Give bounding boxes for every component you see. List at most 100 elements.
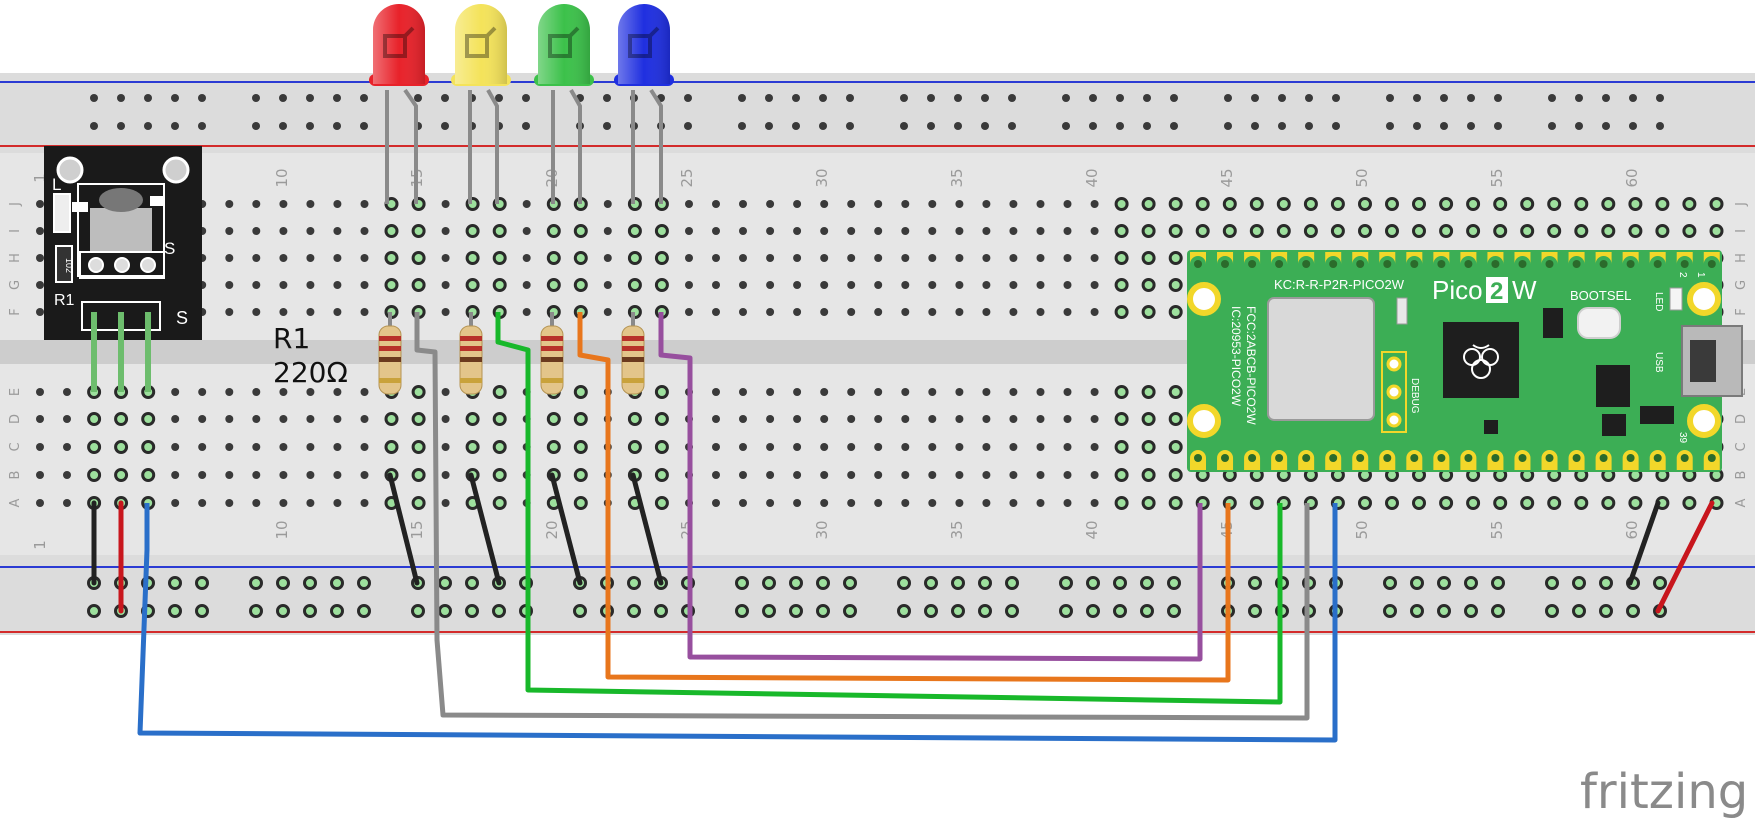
row-letter: I [1734, 229, 1749, 233]
pico-pin-hole [1329, 454, 1338, 462]
pico-pin-pad [1190, 252, 1206, 264]
power-rail-hole [762, 604, 776, 618]
breadboard-hole [1036, 281, 1045, 289]
power-rail-hole [1575, 122, 1583, 130]
row-letter: H [1734, 253, 1749, 263]
power-rail-hole [303, 604, 317, 618]
breadboard-hole [225, 471, 234, 479]
breadboard-hole [441, 388, 450, 396]
power-rail-hole [1143, 122, 1151, 130]
breadboard-hole [820, 254, 829, 262]
power-rail-hole [627, 604, 641, 618]
power-rail-hole [927, 94, 935, 102]
breadboard-hole [739, 415, 747, 423]
breadboard-hole [847, 200, 856, 208]
fritzing-watermark: fritzing [1580, 764, 1748, 819]
breadboard-hole [546, 224, 561, 238]
power-rail-hole [1332, 94, 1340, 102]
power-rail-hole [1656, 94, 1664, 102]
power-rail-hole [1005, 576, 1019, 590]
power-rail-hole [1467, 94, 1475, 102]
power-rail-hole [1170, 122, 1178, 130]
breadboard-hole [279, 227, 288, 235]
breadboard-hole [1168, 468, 1183, 482]
power-rail-hole [1491, 576, 1505, 590]
pico-pin-hole [1437, 454, 1446, 462]
breadboard-hole [766, 200, 775, 208]
breadboard-hole [928, 499, 937, 507]
wire-black-led2-gnd [468, 472, 502, 586]
breadboard-hole [901, 499, 910, 507]
breadboard-hole [982, 281, 991, 289]
power-rail-hole [168, 576, 182, 590]
breadboard-hole [1141, 440, 1156, 454]
pico-pin-hole [1194, 454, 1202, 462]
power-rail-hole [330, 604, 344, 618]
breadboard-hole [901, 443, 910, 451]
breadboard-hole [36, 471, 44, 479]
breadboard-hole [685, 200, 693, 208]
row-letter: A [1734, 498, 1749, 507]
breadboard-hole [465, 224, 480, 238]
power-rail-hole [951, 604, 965, 618]
breadboard-hole [1009, 499, 1018, 507]
breadboard-hole [874, 415, 883, 423]
breadboard-hole [603, 254, 612, 262]
breadboard-hole [874, 227, 883, 235]
breadboard-hole [1063, 499, 1072, 507]
power-rail-hole [924, 604, 938, 618]
breadboard-hole [685, 254, 693, 262]
breadboard-hole [1168, 197, 1183, 211]
breadboard-hole [820, 471, 829, 479]
breadboard-hole [492, 278, 507, 292]
breadboard-hole [87, 468, 102, 482]
power-rail-hole [411, 604, 425, 618]
breadboard-hole [1655, 197, 1670, 211]
breadboard-hole [820, 200, 829, 208]
power-rail-hole [1467, 122, 1475, 130]
breadboard-hole [955, 443, 964, 451]
power-rail-hole [1167, 604, 1181, 618]
breadboard-hole [1385, 496, 1399, 510]
wire-red-pico-vcc [1655, 500, 1715, 614]
pico-pin-pad [1649, 252, 1666, 264]
column-number: 35 [948, 168, 966, 187]
breadboard-hole [1330, 197, 1345, 211]
breadboard-hole [928, 415, 937, 423]
wire-purple-led4 [658, 312, 1203, 662]
bootsel-button[interactable] [1577, 307, 1621, 339]
power-rail-hole [1545, 604, 1559, 618]
power-rail-hole [1410, 576, 1424, 590]
breadboard-hole [1412, 496, 1426, 510]
breadboard-hole [63, 415, 71, 423]
breadboard-hole [1249, 224, 1264, 238]
pico-pin-pad [1595, 252, 1612, 264]
pico-debug-label: DEBUG [1409, 378, 1420, 414]
breadboard-hole [252, 499, 261, 507]
pico-pin-hole [1626, 260, 1635, 268]
breadboard-hole [874, 308, 883, 316]
breadboard-hole [766, 227, 775, 235]
power-rail-hole [1629, 94, 1637, 102]
breadboard-hole [955, 471, 964, 479]
pico-pin-hole [1572, 454, 1581, 462]
breadboard-hole [1141, 197, 1156, 211]
breadboard-hole [847, 227, 856, 235]
power-rail-hole [1086, 576, 1100, 590]
pico-pin-hole [1275, 454, 1284, 462]
power-rail-hole [306, 122, 314, 130]
led-shine [618, 4, 670, 84]
breadboard-hole [171, 443, 180, 451]
resistor-band [379, 346, 401, 351]
power-rail-hole [792, 94, 800, 102]
power-rail-hole [144, 94, 152, 102]
breadboard-hole [198, 443, 207, 451]
ir-sensor-dome [99, 188, 143, 212]
power-rail-hole [927, 122, 935, 130]
breadboard-hole [279, 308, 288, 316]
breadboard-hole [955, 227, 964, 235]
breadboard-hole [1358, 496, 1372, 510]
breadboard-hole [306, 200, 315, 208]
power-rail-hole [1602, 122, 1610, 130]
power-rail-hole [1437, 604, 1451, 618]
